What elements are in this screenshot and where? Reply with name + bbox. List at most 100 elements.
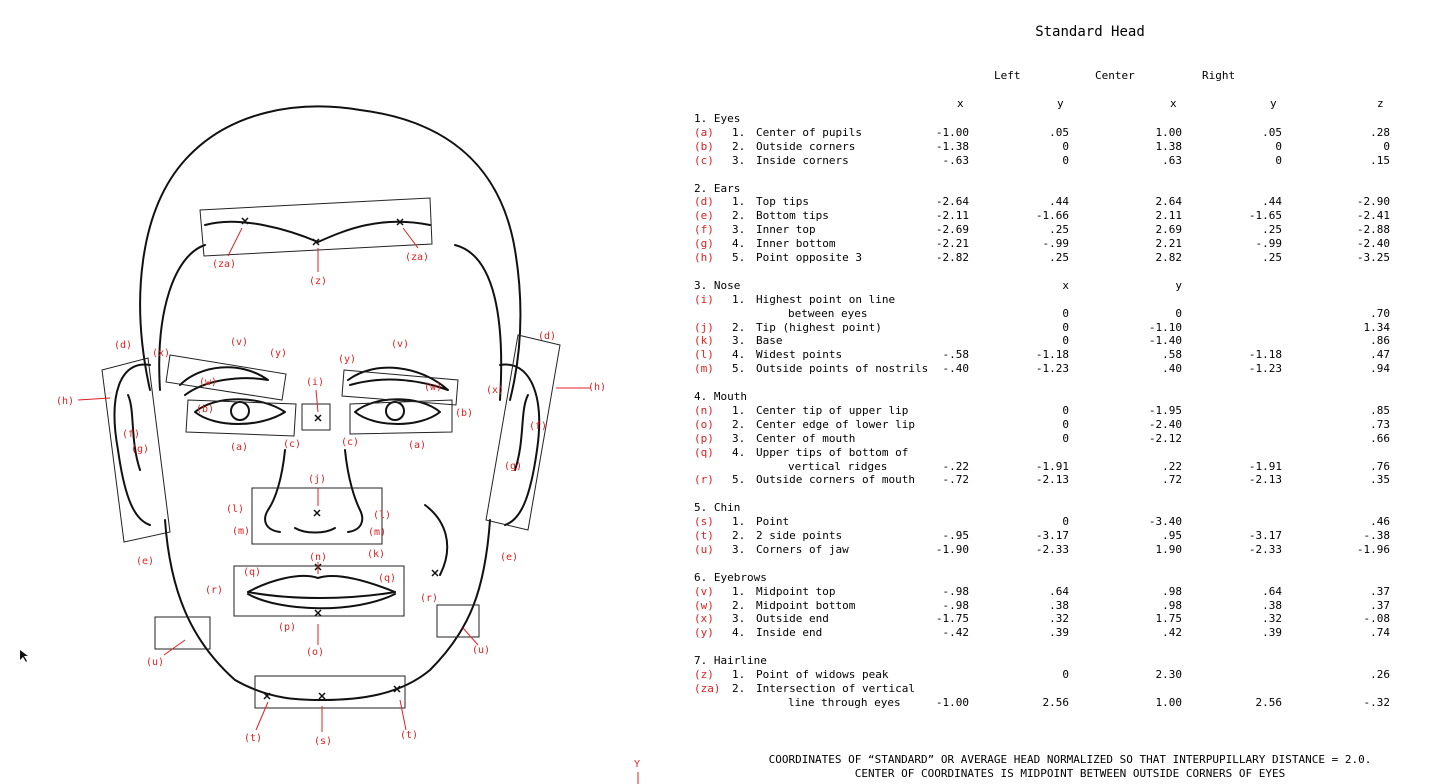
cell-value: 0	[1062, 153, 1069, 167]
cell-value: 0	[1383, 139, 1390, 153]
cell-value: .42	[1162, 626, 1182, 640]
left-eye-box	[185, 399, 297, 437]
cell-value: 2.82	[1155, 251, 1183, 264]
row-label: (g)	[694, 237, 714, 251]
fig-label-m-right: (m)	[368, 527, 386, 538]
arrow-t-right	[399, 699, 407, 731]
row-description: Point of widows peak	[756, 668, 889, 681]
cell-value: -.40	[942, 362, 970, 376]
table-row: (za)2.Intersection of vertical	[0, 682, 1440, 696]
cell-value: y	[1175, 278, 1182, 292]
table-row: (r)5.Outside corners of mouth-.72-2.13.7…	[0, 473, 1440, 487]
cell-value: .63	[1162, 153, 1182, 167]
fig-label-v-right: (v)	[391, 339, 409, 350]
mouth-line	[247, 591, 396, 599]
cheek-line	[424, 504, 449, 576]
row-label: (l)	[694, 348, 714, 362]
row-label: (j)	[694, 320, 714, 334]
cell-value: -2.12	[1148, 431, 1182, 445]
cell-value: .25	[1262, 223, 1282, 237]
cell-value: -1.96	[1356, 542, 1390, 556]
row-description: Outside corners of mouth	[756, 473, 915, 487]
cell-value: .98	[1162, 598, 1182, 612]
fig-label-h-right: (h)	[588, 382, 606, 393]
table-row	[0, 640, 1440, 654]
cell-value: .25	[1049, 223, 1069, 237]
cell-value: -.98	[942, 584, 970, 598]
row-number: 5.	[732, 473, 746, 487]
fig-label-j: (j)	[308, 474, 326, 485]
row-label: (x)	[694, 612, 714, 626]
cell-value: -2.82	[935, 251, 969, 264]
cell-value: -2.64	[935, 195, 969, 209]
table-row: (q)4.Upper tips of bottom of	[0, 446, 1440, 460]
table-row: vertical ridges-.22-1.91.22-1.91.76	[0, 460, 1440, 474]
row-number: 2.	[732, 529, 746, 542]
cell-value: -2.88	[1356, 223, 1390, 237]
cell-value: .38	[1262, 598, 1282, 612]
cell-value: .73	[1370, 417, 1390, 431]
cell-value: -1.66	[1035, 209, 1069, 223]
cell-value: -2.11	[935, 209, 969, 223]
fig-label-g-right: (g)	[504, 461, 522, 472]
cell-value: 2.11	[1155, 209, 1183, 223]
fig-label-o: (o)	[306, 647, 324, 658]
row-number: 1.	[732, 292, 746, 306]
cell-value: .72	[1162, 473, 1182, 487]
cell-value: -1.91	[1035, 459, 1069, 473]
row-number: 4.	[732, 626, 746, 640]
table-row: (w)2.Midpoint bottom-.98.38.98.38.37	[0, 599, 1440, 613]
right-jaw-box	[436, 604, 480, 638]
row-label: (p)	[694, 431, 714, 445]
row-number: 2.	[732, 209, 746, 223]
cell-value: .25	[1049, 251, 1069, 264]
row-description: Outside points of nostrils	[756, 362, 929, 376]
fig-label-q-right: (q)	[378, 573, 396, 584]
cell-value: -1.75	[935, 612, 969, 626]
row-number: 3.	[732, 223, 746, 237]
cell-value: -1.23	[1248, 362, 1282, 376]
fig-label-s: (s)	[314, 736, 332, 747]
cell-value: .40	[1162, 362, 1182, 376]
row-description: Center of mouth	[756, 431, 856, 445]
cell-value: .64	[1262, 584, 1282, 598]
col-group-center: Center	[1095, 69, 1135, 82]
cell-value: -2.21	[935, 237, 969, 251]
fig-label-n: (n)	[309, 552, 327, 563]
row-description-cont: line through eyes	[788, 695, 901, 709]
row-description: Tip (highest point)	[756, 320, 882, 334]
section-heading: 5. Chin	[694, 501, 741, 515]
section-heading: 1. Eyes	[694, 112, 741, 125]
jaw-left	[164, 519, 323, 701]
cell-value: .05	[1049, 125, 1069, 139]
row-description: Highest point on line	[756, 292, 896, 306]
section-heading: 3. Nose	[694, 278, 741, 292]
fig-label-u-right: (u)	[472, 645, 490, 656]
landmark-star	[241, 217, 249, 225]
cell-value: -1.10	[1148, 320, 1182, 334]
section-heading: 7. Hairline	[694, 654, 767, 668]
section-heading: 2. Ears	[694, 181, 741, 195]
cell-value: 0	[1062, 320, 1069, 334]
row-description: Inner top	[756, 223, 816, 237]
fig-label-e-right: (e)	[500, 552, 518, 563]
row-label: (w)	[694, 598, 714, 612]
cell-value: -1.38	[935, 139, 969, 153]
row-description: Midpoint top	[756, 584, 836, 598]
col-axis-y1: y	[1057, 97, 1064, 110]
row-label: (d)	[694, 195, 714, 209]
row-description: Intersection of vertical	[756, 681, 915, 695]
row-description: Bottom tips	[756, 209, 829, 223]
cell-value: 1.00	[1155, 125, 1183, 139]
row-description-cont: between eyes	[788, 306, 868, 320]
cell-value: 2.56	[1042, 695, 1070, 709]
row-number: 5.	[732, 251, 746, 264]
cell-value: 1.38	[1155, 139, 1183, 153]
fig-label-c-left: (c)	[283, 439, 301, 450]
